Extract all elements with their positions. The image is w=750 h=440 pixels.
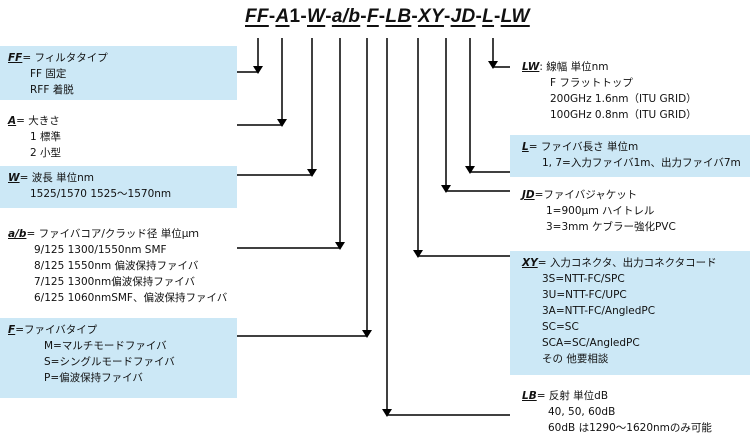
ff-line-0: FF 固定 — [30, 68, 67, 80]
a-key: A — [8, 115, 17, 127]
xy-title: = 入力コネクタ、出力コネクタコード — [537, 257, 717, 269]
w-title: = 波長 単位nm — [19, 172, 94, 184]
code-part-17: L — [482, 6, 495, 27]
w-box: W= 波長 単位nm 1525/1570 1525～1570nm — [0, 166, 237, 208]
xy-line-5: その 他要相談 — [542, 353, 609, 365]
lb-line-0: 40, 50, 60dB — [548, 406, 616, 418]
code-part-9: F — [366, 6, 379, 27]
code-part-8: - — [360, 6, 367, 27]
lb-box: LB= 反射 単位dB 40, 50, 60dB 60dB は1290～1620… — [510, 384, 750, 440]
ab-key: a/b — [8, 228, 27, 240]
a-line-1: 2 小型 — [30, 147, 62, 159]
ff-title: = フィルタタイプ — [22, 52, 108, 64]
code-part-14: - — [443, 6, 451, 27]
arrow-lb — [382, 409, 392, 417]
lb-key: LB — [522, 390, 537, 402]
code-part-13: XY — [418, 6, 444, 27]
arrow-ab — [335, 242, 345, 250]
arrow-a — [277, 119, 287, 127]
wire-a — [237, 38, 283, 126]
jd-line-0: 1=900μｍ ハイトレル — [546, 205, 655, 217]
code-part-11: LB — [385, 6, 412, 27]
wire-lb — [386, 38, 510, 416]
l-line-0: 1, 7=入力ファイバ1m、出力ファイバ7m — [542, 157, 741, 169]
arrow-jd — [441, 185, 451, 193]
code-part-19: LW — [500, 6, 530, 27]
ff-key: FF — [8, 52, 23, 64]
code-part-15: JD — [450, 6, 476, 27]
f-box: F=ファイバタイプ M=マルチモードファイバ S=シングルモードファイバ P=偏… — [0, 318, 237, 398]
w-key: W — [8, 172, 20, 184]
xy-box: XY= 入力コネクタ、出力コネクタコード 3S=NTT-FC/SPC 3U=NT… — [510, 251, 750, 375]
ab-box: a/b= ファイバコア/クラッド径 単位μｍ 9/125 1300/1550nm… — [0, 222, 245, 312]
f-line-1: S=シングルモードファイバ — [44, 356, 175, 368]
lw-box: LW: 線幅 単位nm F フラットトップ 200GHz 1.6nm（ITU G… — [510, 55, 750, 127]
a-line-0: 1 標準 — [30, 131, 62, 143]
code-part-2: A — [275, 6, 290, 27]
xy-key: XY — [522, 257, 538, 269]
xy-line-2: 3A=NTT-FC/AngledPC — [542, 305, 656, 317]
wire-xy — [417, 38, 510, 257]
wire-l — [469, 38, 510, 173]
part-number-code: FF-A1-W-a/b-F-LB-XY-JD-L-LW — [245, 6, 530, 28]
code-part-10: - — [378, 6, 386, 27]
l-title: = ファイバ長さ 単位m — [528, 141, 639, 153]
w-line-0: 1525/1570 1525～1570nm — [30, 188, 172, 200]
a-box: A= 大きさ 1 標準 2 小型 — [0, 109, 237, 165]
wire-w — [237, 38, 313, 176]
arrow-ff — [253, 66, 263, 74]
lw-line-2: 100GHz 0.8nm（ITU GRID） — [550, 109, 697, 121]
code-part-0: FF — [245, 6, 269, 27]
l-box: L= ファイバ長さ 単位m 1, 7=入力ファイバ1m、出力ファイバ7m — [510, 135, 750, 177]
ab-line-3: 6/125 1060nmSMF、偏波保持ファイバ — [34, 292, 228, 304]
ab-line-2: 7/125 1300nm偏波保持ファイバ — [34, 276, 195, 288]
f-key: F — [8, 324, 16, 336]
ab-title: = ファイバコア/クラッド径 単位μｍ — [26, 228, 199, 240]
arrow-l — [465, 166, 475, 174]
code-part-3: 1 — [289, 6, 301, 27]
code-part-4: - — [300, 6, 307, 27]
xy-line-3: SC=SC — [542, 321, 579, 333]
jd-line-1: 3=3mm ケブラー強化PVC — [546, 221, 676, 233]
lw-title: : 線幅 単位nm — [539, 61, 609, 73]
lw-line-0: F フラットトップ — [550, 77, 633, 89]
code-part-7: a/b — [331, 6, 361, 27]
code-part-18: - — [494, 6, 501, 27]
f-line-0: M=マルチモードファイバ — [44, 340, 167, 352]
l-key: L — [522, 141, 529, 153]
code-part-12: - — [411, 6, 418, 27]
code-part-6: - — [325, 6, 332, 27]
code-part-1: - — [268, 6, 276, 27]
arrow-w — [307, 169, 317, 177]
lw-line-1: 200GHz 1.6nm（ITU GRID） — [550, 93, 697, 105]
wire-f — [237, 38, 368, 337]
f-line-2: P=偏波保持ファイバ — [44, 372, 143, 384]
jd-box: JD=ファイバジャケット 1=900μｍ ハイトレル 3=3mm ケブラー強化P… — [510, 183, 750, 239]
code-part-5: W — [307, 6, 326, 27]
lb-line-1: 60dB は1290～1620nmのみ可能 — [548, 422, 712, 434]
ff-box: FF= フィルタタイプ FF 固定 RFF 着脱 — [0, 46, 237, 100]
ab-line-1: 8/125 1550nm 偏波保持ファイバ — [34, 260, 199, 272]
lb-title: = 反射 単位dB — [536, 390, 609, 402]
f-title: =ファイバタイプ — [15, 324, 98, 336]
xy-line-0: 3S=NTT-FC/SPC — [542, 273, 625, 285]
xy-line-1: 3U=NTT-FC/UPC — [542, 289, 627, 301]
ff-line-1: RFF 着脱 — [30, 84, 74, 96]
a-title: = 大きさ — [16, 115, 60, 127]
arrow-xy — [413, 250, 423, 258]
arrow-lw — [488, 61, 498, 69]
jd-title: =ファイバジャケット — [534, 189, 638, 201]
arrow-f — [362, 330, 372, 338]
ab-line-0: 9/125 1300/1550nm SMF — [34, 244, 167, 256]
wire-jd — [445, 38, 510, 192]
code-part-16: - — [475, 6, 483, 27]
jd-key: JD — [522, 189, 535, 201]
wire-ab — [237, 38, 341, 249]
lw-key: LW — [522, 61, 540, 73]
xy-line-4: SCA=SC/AngledPC — [542, 337, 640, 349]
